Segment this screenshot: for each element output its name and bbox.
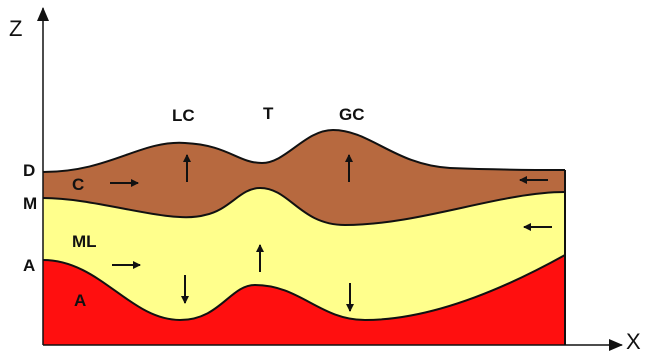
- label-m: M: [23, 194, 37, 213]
- x-axis-label: X: [626, 329, 641, 352]
- label-d: D: [23, 161, 35, 180]
- label-ml: ML: [72, 232, 97, 251]
- label-lc: LC: [172, 106, 195, 125]
- label-a-edge: A: [23, 256, 35, 275]
- label-t: T: [263, 104, 274, 123]
- label-gc: GC: [339, 105, 365, 124]
- label-c: C: [72, 175, 84, 194]
- z-axis-label: Z: [9, 16, 22, 41]
- label-a-layer: A: [74, 291, 86, 310]
